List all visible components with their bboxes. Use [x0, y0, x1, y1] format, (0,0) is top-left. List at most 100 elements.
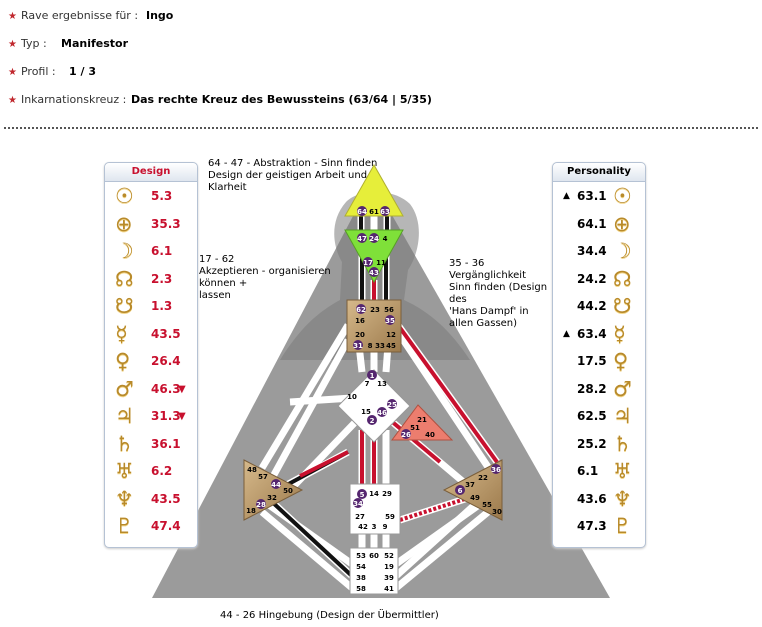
gate-value: 43.5 — [151, 326, 181, 341]
gate-number: 55 — [482, 501, 492, 509]
gate-number: 29 — [382, 490, 392, 498]
gate-number: 53 — [356, 552, 366, 560]
gate-number: 37 — [465, 481, 475, 489]
gate-number: 14 — [369, 490, 379, 498]
jupiter-icon: ♃ — [613, 404, 632, 428]
annotation-64-47: 64 - 47 - Abstraktion - Sinn finden Desi… — [208, 158, 378, 193]
dotted-separator — [4, 127, 758, 129]
gate-number: 2 — [370, 417, 375, 425]
gate-value: 6.2 — [151, 464, 173, 478]
fixing-mark: ▼ — [178, 411, 186, 422]
gate-number: 39 — [384, 574, 394, 582]
design-row: ♀ 26.4 — [105, 348, 197, 375]
gate-number: 36 — [491, 466, 501, 474]
north-node-icon: ☊ — [115, 266, 134, 291]
head-center — [344, 163, 404, 217]
solar-plexus-center — [442, 459, 503, 521]
design-row: ☋1.3 — [105, 293, 197, 320]
gate-value: 31.3 — [151, 409, 181, 423]
design-row: ☿ 43.5 — [105, 321, 197, 348]
annotation-35-36: 35 - 36 Vergänglichkeit Sinn finden (Des… — [449, 258, 548, 329]
info-row-typ: ★Typ : Manifestor — [8, 37, 128, 53]
saturn-icon: ♄ — [613, 431, 632, 456]
uranus-icon: ♅ — [115, 459, 134, 483]
gate-number: 58 — [356, 585, 366, 593]
annotation-44-26: 44 - 26 Hingebung (Design der Übermittle… — [220, 610, 439, 621]
gate-number: 11 — [376, 259, 386, 267]
personality-row: ♇47.3 — [553, 513, 645, 540]
neptune-icon: ♆ — [115, 486, 134, 511]
gate-number: 54 — [356, 563, 366, 571]
gate-value: 43.6 — [577, 491, 607, 506]
gate-number: 63 — [380, 208, 390, 216]
gate-number: 46 — [377, 409, 387, 417]
gate-value: 63.1 — [577, 189, 607, 203]
gate-value: 26.4 — [151, 354, 181, 368]
g-center — [337, 369, 411, 443]
gate-number: 60 — [369, 552, 379, 560]
personality-row: ♃ 62.5 — [553, 403, 645, 430]
gate-value: 6.1 — [577, 464, 599, 478]
gate-number: 51 — [410, 424, 420, 432]
gate-number: 30 — [492, 508, 502, 516]
mercury-icon: ☿ — [115, 321, 128, 346]
sun-icon: ☉ — [115, 184, 134, 208]
gate-number: 32 — [267, 494, 277, 502]
gate-number: 15 — [361, 408, 371, 416]
gate-number: 6 — [458, 487, 463, 495]
moon-icon: ☽ — [115, 239, 134, 263]
design-row: ♃ 31.3▼ — [105, 403, 197, 430]
jupiter-icon: ♃ — [115, 404, 134, 428]
info-row-rave: ★Rave ergebnisse für : Ingo — [8, 9, 173, 25]
gate-number: 52 — [384, 552, 394, 560]
gate-number: 28 — [256, 501, 266, 509]
moon-icon: ☽ — [613, 239, 632, 263]
mars-icon: ♂ — [115, 376, 134, 401]
gate-number: 1 — [370, 372, 375, 380]
gate-value: 62.5 — [577, 409, 607, 423]
gate-value: 34.4 — [577, 244, 607, 258]
gate-value: 2.3 — [151, 271, 173, 286]
design-row: ♂46.3▼ — [105, 376, 197, 403]
gate-number: 57 — [258, 473, 268, 481]
design-row: ♄36.1 — [105, 431, 197, 458]
gate-value: 25.2 — [577, 436, 607, 451]
gate-number: 7 — [365, 380, 370, 388]
venus-icon: ♀ — [115, 349, 131, 373]
gate-number: 3 — [372, 523, 377, 531]
annotation-17-62: 17 - 62 Akzeptieren - organisieren könne… — [199, 254, 331, 301]
fixing-mark: ▲ — [563, 328, 570, 339]
gate-value: 24.2 — [577, 271, 607, 286]
design-row: ☽6.1 — [105, 238, 197, 265]
gate-value: 63.4 — [577, 326, 607, 341]
gate-number: 49 — [470, 494, 480, 502]
gate-number: 47 — [357, 235, 367, 243]
info-row-profil: ★Profil : 1 / 3 — [8, 65, 96, 81]
info-label: Profil : — [20, 65, 56, 78]
south-node-icon: ☋ — [115, 294, 134, 318]
gate-number: 17 — [363, 259, 373, 267]
gate-number: 10 — [347, 393, 357, 401]
gate-number: 16 — [355, 317, 365, 325]
personality-row: ♀17.5 — [553, 348, 645, 375]
fixing-mark: ▲ — [563, 191, 570, 201]
earth-icon: ⊕ — [115, 211, 133, 236]
gate-number: 45 — [386, 342, 396, 350]
gate-number: 9 — [383, 523, 388, 531]
activated-gate-markers — [256, 206, 501, 509]
personality-row: ♆43.6 — [553, 486, 645, 513]
personality-row: ⊕64.1 — [553, 211, 645, 238]
north-node-icon: ☊ — [613, 266, 632, 291]
gate-number: 8 — [368, 342, 373, 350]
star-icon: ★ — [8, 67, 17, 78]
star-icon: ★ — [8, 39, 17, 50]
info-label: Inkarnationskreuz : — [20, 93, 127, 106]
gate-value: 36.1 — [151, 436, 181, 451]
mars-icon: ♂ — [613, 376, 632, 401]
gate-number: 56 — [384, 306, 394, 314]
gate-number: 18 — [246, 507, 256, 515]
design-row: ♆43.5 — [105, 486, 197, 513]
gate-number: 20 — [355, 331, 365, 339]
gate-value: 35.3 — [151, 216, 181, 231]
personality-row: ☽ 34.4 — [553, 238, 645, 265]
